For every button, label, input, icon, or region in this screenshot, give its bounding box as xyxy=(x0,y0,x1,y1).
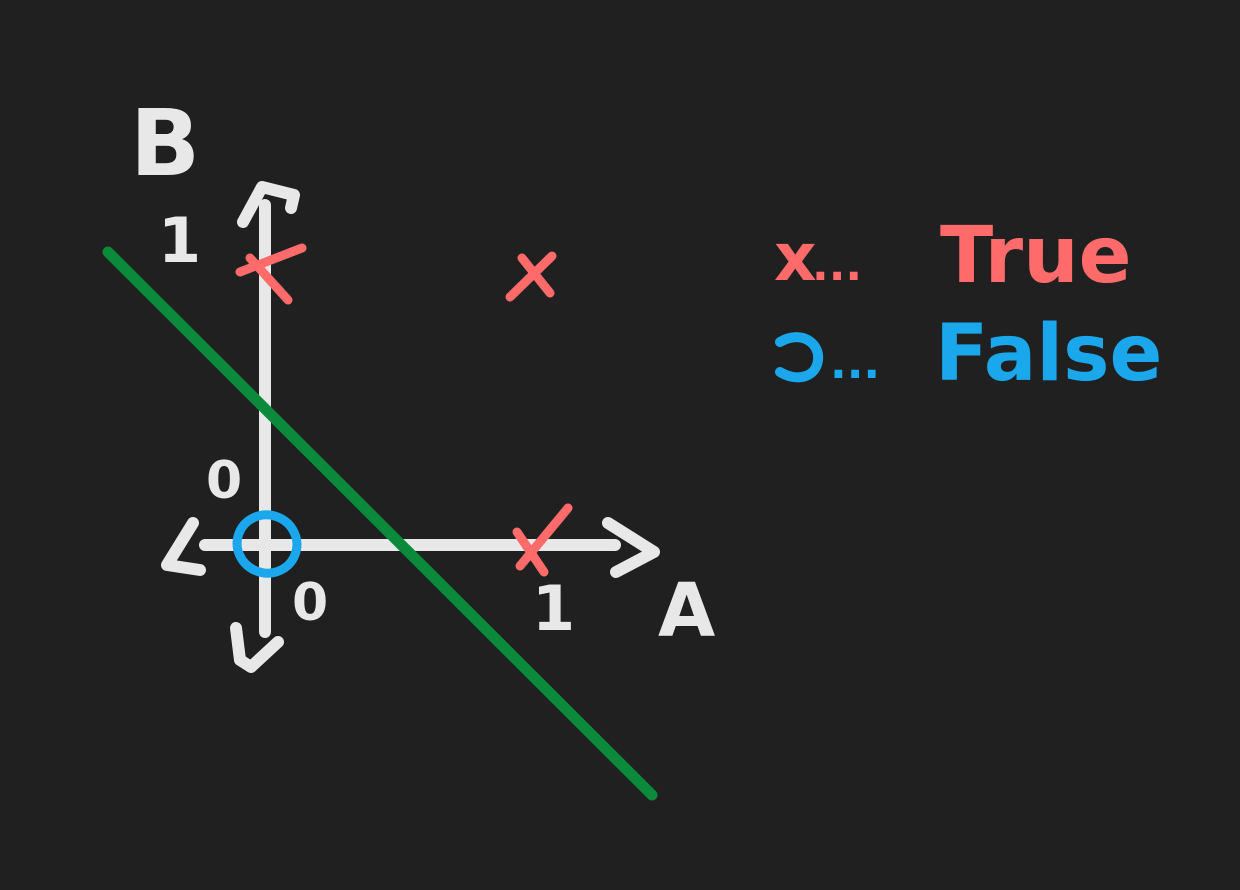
legend-true-symbol: x xyxy=(774,219,817,296)
y-axis-arrow-up-icon xyxy=(237,181,300,228)
true-marker-a1-b1 xyxy=(505,251,557,302)
x-tick-0: 0 xyxy=(292,573,328,633)
false-marker-a0-b0 xyxy=(232,510,302,578)
x-axis-label: A xyxy=(658,568,715,654)
legend: x ... True ... False xyxy=(774,211,1162,399)
x-axis-arrow-right-icon xyxy=(602,517,660,578)
true-marker-a1-b0 xyxy=(512,503,573,577)
y-tick-0: 0 xyxy=(206,451,242,511)
y-tick-1: 1 xyxy=(158,204,201,277)
x-axis-arrow-left-icon xyxy=(161,517,206,576)
legend-false-dots: ... xyxy=(830,338,880,389)
y-axis-arrow-down-icon xyxy=(230,622,284,673)
legend-true-dots: ... xyxy=(812,240,862,291)
separator-line xyxy=(102,246,658,801)
true-marker-a0-b1 xyxy=(235,243,307,305)
y-axis-label: B xyxy=(130,90,200,197)
legend-false-symbol xyxy=(775,332,824,383)
legend-true-label: True xyxy=(940,211,1132,301)
legend-false-label: False xyxy=(935,309,1162,399)
x-tick-1: 1 xyxy=(532,572,575,645)
